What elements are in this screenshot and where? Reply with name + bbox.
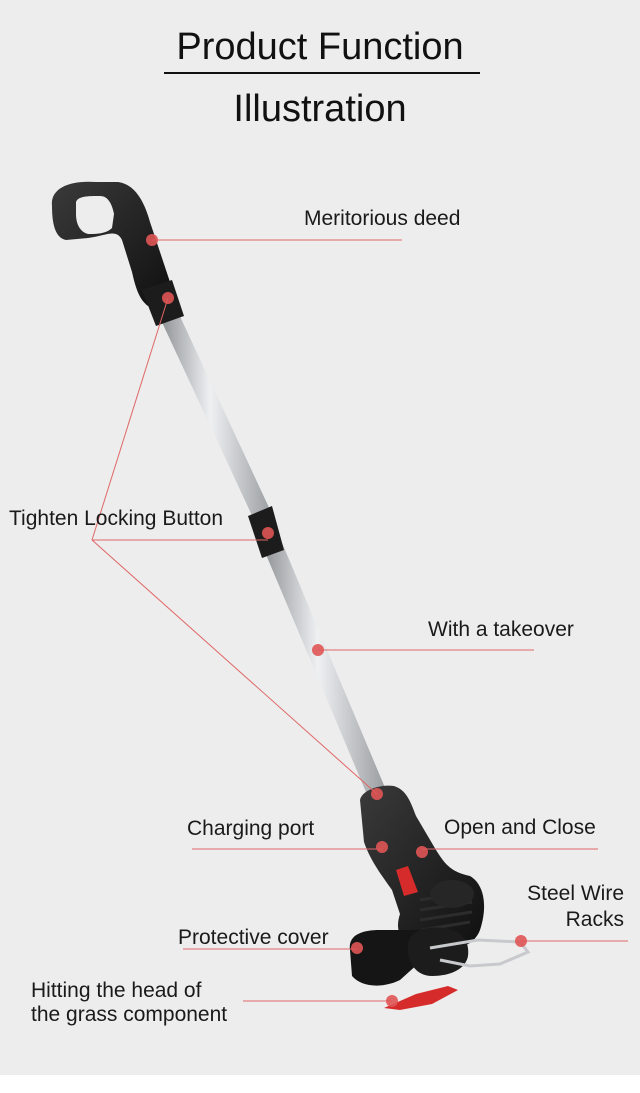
dot-takeover — [312, 644, 324, 656]
label-steel-wire-racks: Steel Wire Racks — [488, 882, 624, 932]
dot-open-close — [416, 846, 428, 858]
dot-lower-lock — [371, 788, 383, 800]
red-accent-strip — [396, 866, 418, 896]
steel-wire-rack — [429, 938, 531, 968]
motor-body — [360, 785, 485, 950]
dot-handle-lock — [162, 292, 174, 304]
page-title: Product Function — [176, 26, 464, 68]
trimmer-head — [407, 927, 469, 976]
callout-lines — [91, 239, 628, 1002]
dot-charging-port — [376, 841, 388, 853]
label-hitting-the-head: Hitting the head of the grass component — [31, 979, 227, 1027]
label-with-a-takeover: With a takeover — [428, 618, 574, 641]
upper-pole — [160, 312, 272, 522]
dot-grass-head — [386, 995, 398, 1007]
label-steel-wire-racks-line2: Racks — [565, 908, 624, 931]
dot-protective-cover — [351, 942, 363, 954]
page-subtitle: Illustration — [233, 88, 407, 130]
label-hitting-the-head-line2: the grass component — [31, 1003, 228, 1026]
lower-pole — [262, 538, 386, 797]
dot-meritorious-deed — [146, 234, 158, 246]
title-underline — [164, 72, 480, 74]
handle-collar — [142, 280, 184, 326]
label-tighten-locking-button: Tighten Locking Button — [9, 507, 224, 530]
dot-steel-wire — [515, 935, 527, 947]
label-meritorious-deed: Meritorious deed — [304, 207, 461, 230]
label-steel-wire-racks-line1: Steel Wire — [527, 882, 624, 905]
label-protective-cover: Protective cover — [178, 926, 329, 949]
motor-cap — [430, 880, 474, 908]
dot-mid-lock — [262, 527, 274, 539]
label-charging-port: Charging port — [187, 817, 315, 840]
label-hitting-the-head-line1: Hitting the head of — [31, 979, 202, 1002]
callout-dots — [146, 234, 527, 1007]
red-cutting-line — [384, 986, 458, 1010]
handle-opening — [76, 196, 114, 234]
label-open-and-close: Open and Close — [444, 816, 596, 839]
